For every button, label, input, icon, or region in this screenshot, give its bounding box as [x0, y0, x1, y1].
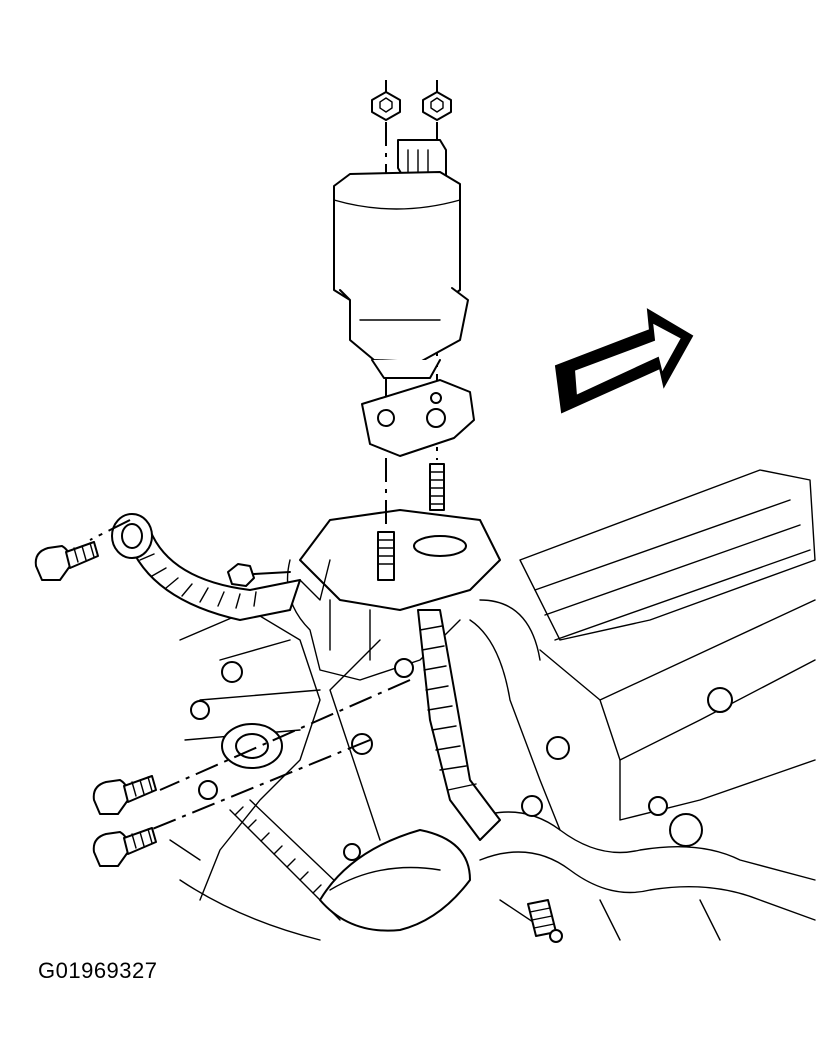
engine-block-icon [111, 469, 816, 941]
stud-icon [429, 463, 445, 511]
bolt-icon [527, 899, 563, 943]
front-direction-arrow-icon [554, 308, 694, 414]
nut-icon [422, 91, 452, 121]
alignment-centerline [89, 519, 131, 541]
figure-id-label: G01969327 [38, 958, 158, 983]
alignment-centerline [149, 739, 371, 831]
egr-valve-icon [333, 139, 469, 379]
bolt-icon [34, 541, 99, 581]
nut-icon [371, 91, 401, 121]
bolt-icon [92, 775, 157, 815]
alignment-centerline [159, 679, 411, 791]
stud-icon [377, 531, 395, 581]
nut-icon [227, 563, 291, 587]
gasket-icon [361, 379, 475, 457]
bolt-icon [92, 827, 157, 867]
